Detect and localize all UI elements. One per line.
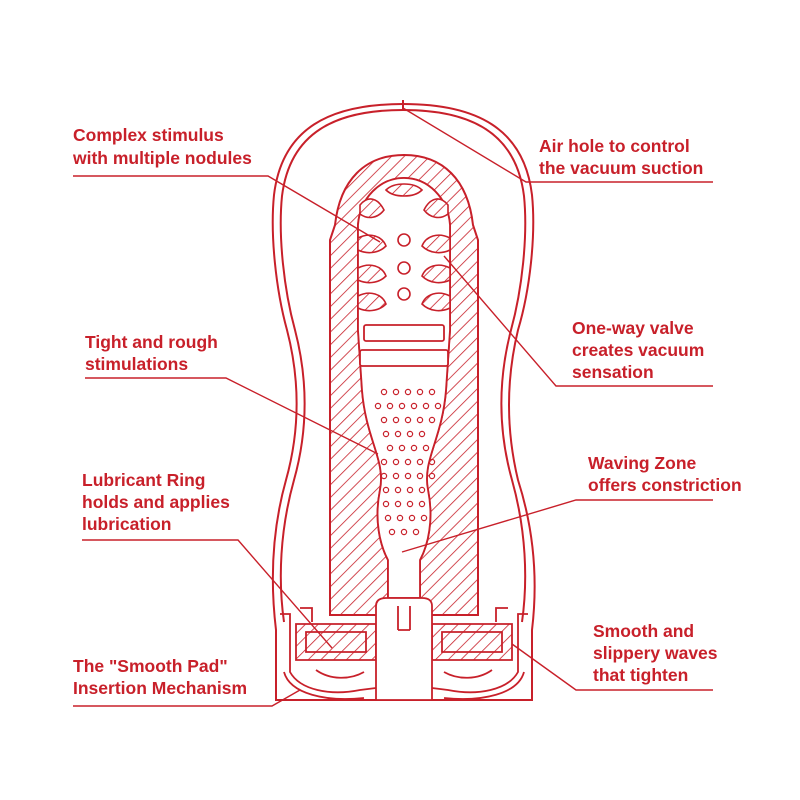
callout-one-way-valve: One-way valve creates vacuum sensation: [572, 318, 709, 382]
inner-sleeve: [329, 153, 479, 616]
callout-smooth-waves: Smooth and slippery waves that tighten: [593, 621, 722, 685]
smooth-pad: [375, 597, 433, 701]
nodule-dots: [397, 233, 411, 301]
callout-lubricant-ring: Lubricant Ring holds and applies lubrica…: [82, 470, 235, 534]
callout-smooth-pad: The "Smooth Pad" Insertion Mechanism: [73, 656, 247, 698]
callout-air-hole: Air hole to control the vacuum suction: [539, 136, 703, 178]
callout-tight-rough: Tight and rough stimulations: [85, 332, 223, 374]
rough-dot-field: [374, 388, 442, 536]
outer-cup-inner-wall: [279, 109, 404, 623]
lubricant-ring-right: [431, 623, 513, 661]
base-flange: [280, 613, 528, 694]
callout-labels: Complex stimulus with multiple nodules A…: [72, 125, 742, 698]
callout-waving-zone: Waving Zone offers constriction: [588, 453, 742, 495]
leader-lines: [73, 107, 713, 707]
leader-complex-stimulus: [73, 175, 381, 243]
base-assembly: [280, 597, 528, 701]
leader-one-way-valve: [443, 255, 713, 387]
leader-smooth-pad: [73, 689, 301, 707]
leader-tight-rough: [85, 377, 379, 455]
valve-rings: [359, 324, 449, 367]
leader-lubricant-ring: [82, 539, 333, 649]
callout-complex-stimulus: Complex stimulus with multiple nodules: [72, 125, 252, 168]
leader-air-hole: [402, 107, 713, 183]
leader-waving-zone: [401, 499, 713, 553]
lubricant-ring-left: [295, 623, 377, 661]
stimulus-fins: [357, 183, 451, 312]
leader-smooth-waves: [511, 643, 713, 691]
